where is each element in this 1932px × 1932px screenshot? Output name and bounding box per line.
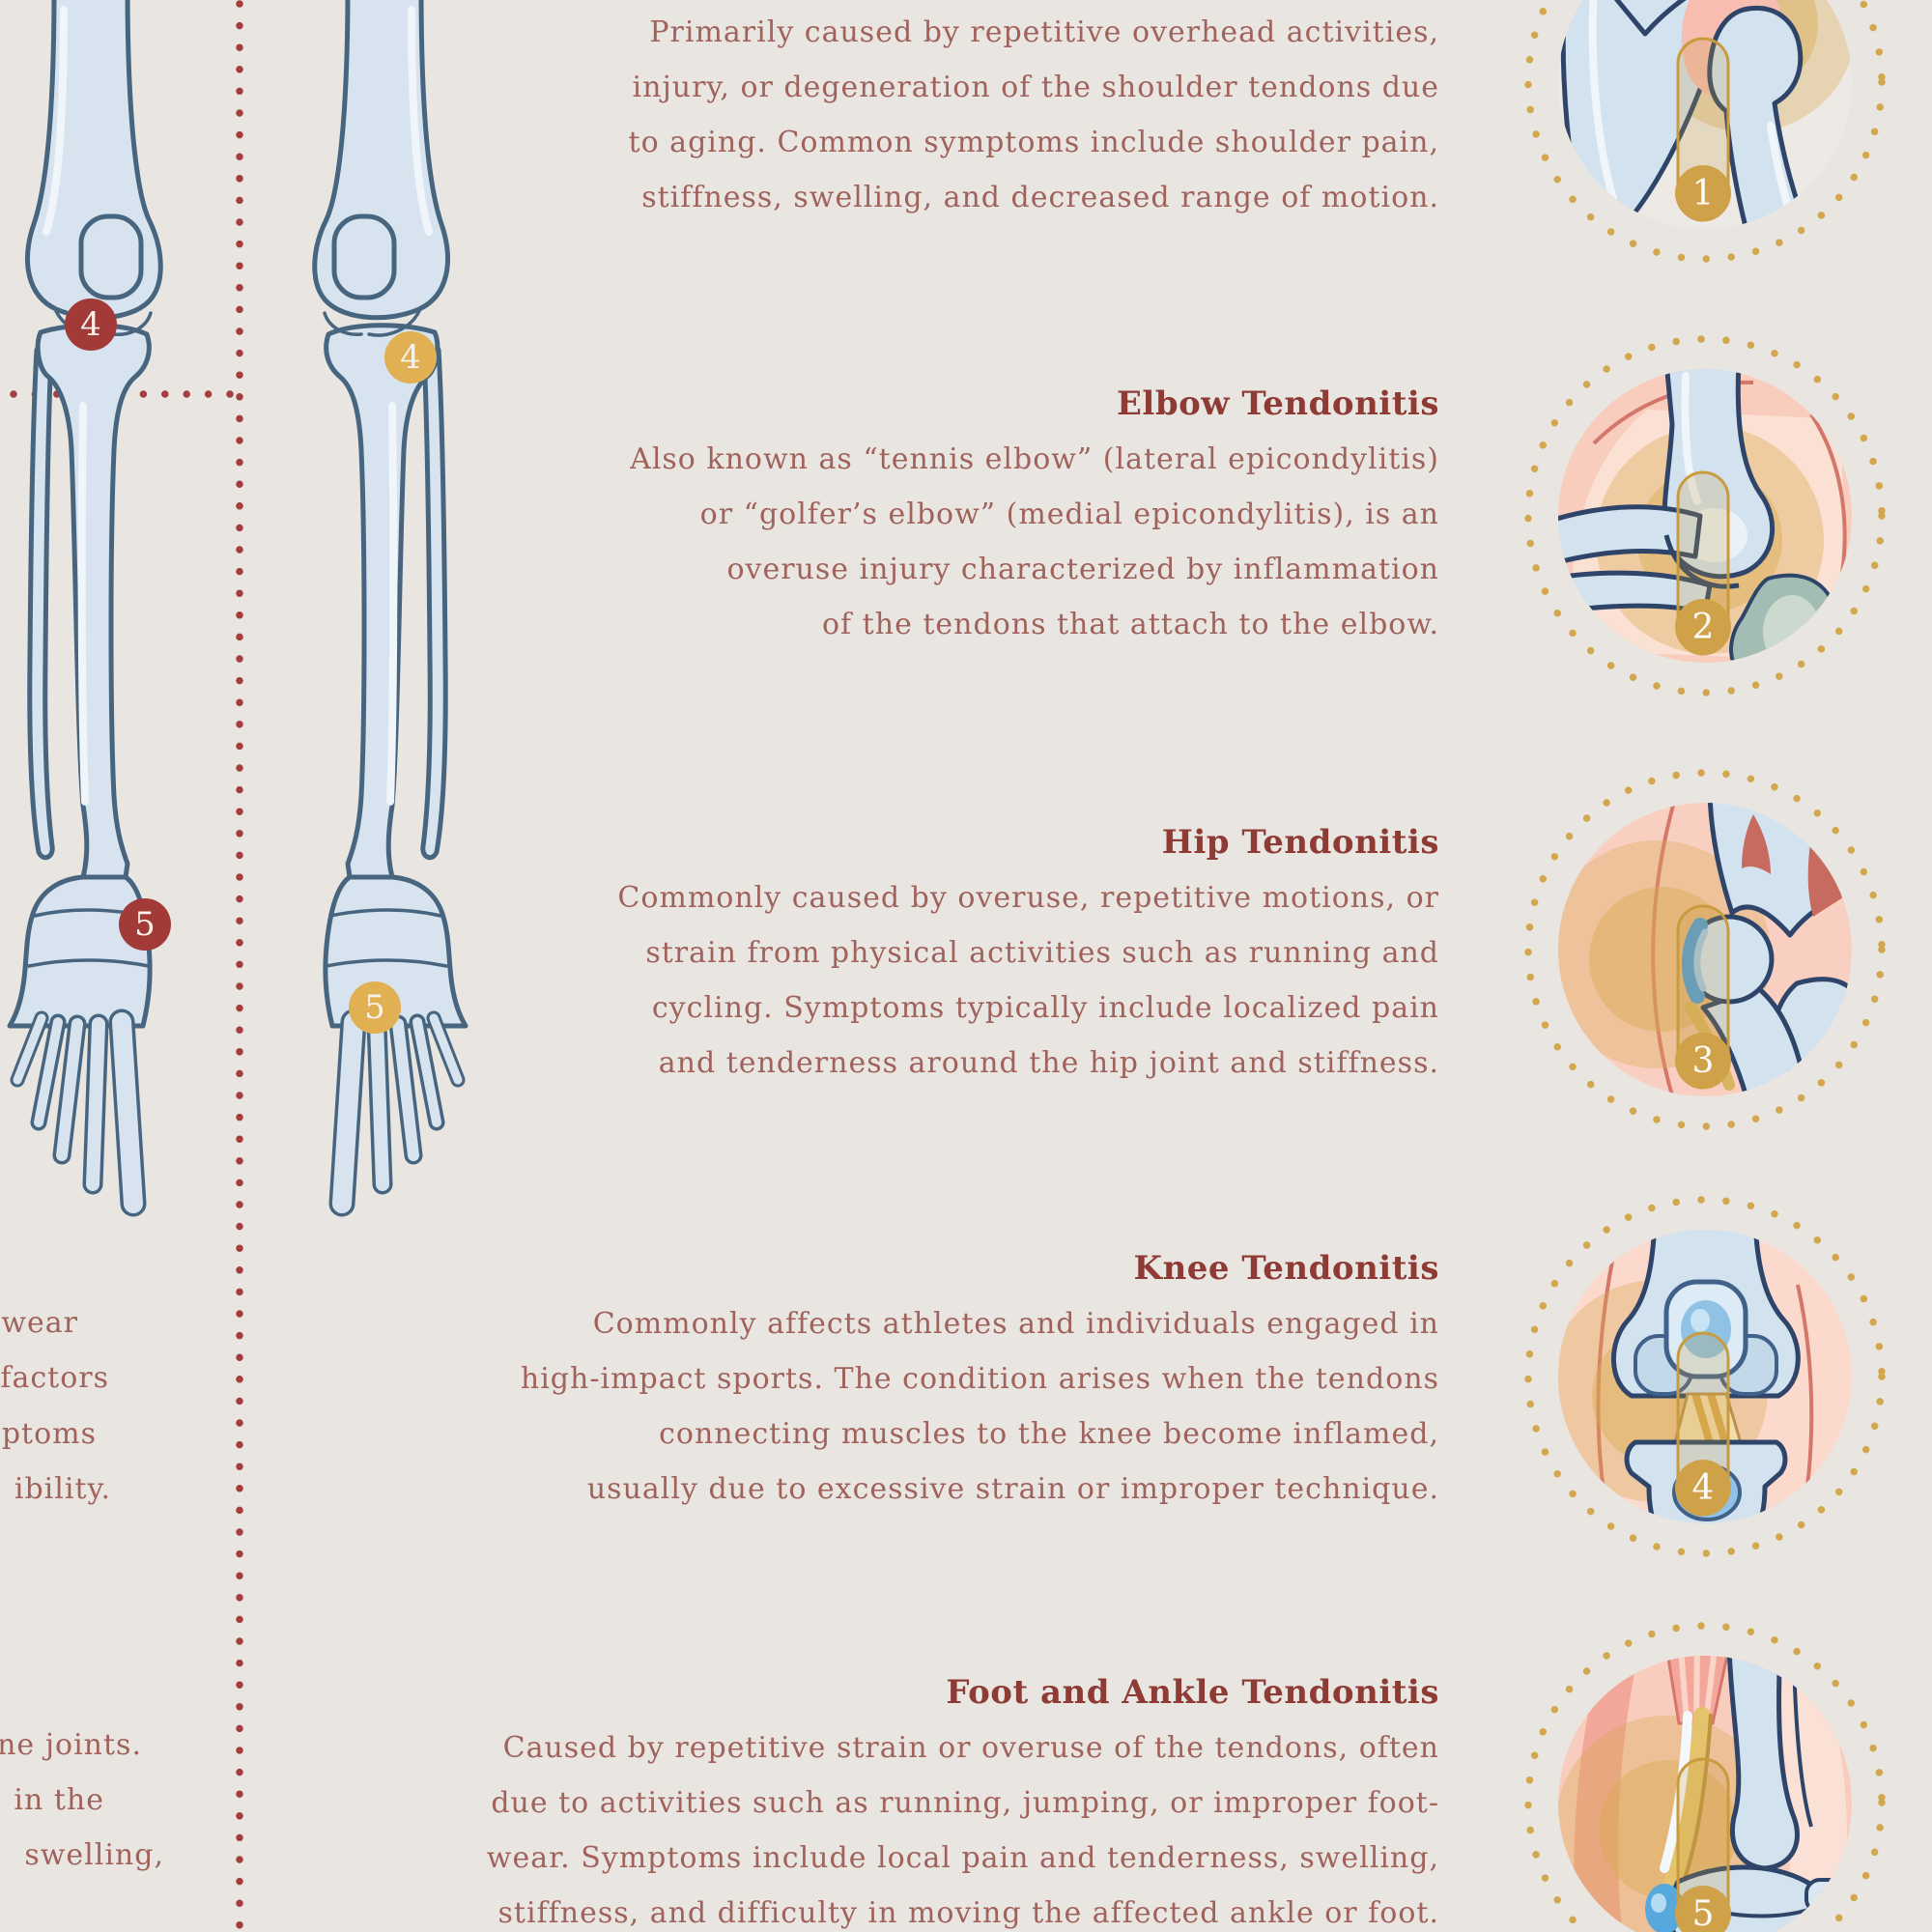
skeleton-left-leg bbox=[10, 0, 160, 1204]
joint-circle-elbow: 2 bbox=[1524, 335, 1886, 696]
body-line: overuse injury characterized by inflamma… bbox=[726, 553, 1439, 586]
number-pill-marker: 2 bbox=[1675, 470, 1731, 656]
section-elbow-text: Elbow Tendonitis Also known as “tennis e… bbox=[630, 377, 1439, 652]
body-line: wear. Symptoms include local pain and te… bbox=[486, 1841, 1439, 1875]
body-line: high-impact sports. The condition arises… bbox=[520, 1362, 1439, 1396]
circle-number: 3 bbox=[1692, 1041, 1715, 1081]
gold-dotted-ring bbox=[1524, 1196, 1886, 1557]
body-line: stiffness, swelling, and decreased range… bbox=[641, 181, 1439, 214]
body-line: usually due to excessive strain or impro… bbox=[586, 1472, 1439, 1506]
knee-marker-gold-badge: 4 bbox=[384, 331, 437, 384]
body-line: injury, or degeneration of the shoulder … bbox=[632, 71, 1439, 104]
gold-dotted-ring bbox=[1524, 0, 1886, 263]
body-line: of the tendons that attach to the elbow. bbox=[821, 608, 1439, 641]
body-line: Commonly affects athletes and individual… bbox=[592, 1307, 1439, 1341]
circle-number: 1 bbox=[1692, 174, 1715, 213]
ankle-marker-gold-badge: 5 bbox=[349, 981, 401, 1034]
circle-number: 5 bbox=[1692, 1894, 1715, 1932]
left-text-fragment: wear bbox=[1, 1306, 78, 1340]
left-text-fragment: ne joints. bbox=[0, 1728, 142, 1762]
joint-circle-hip: 3 bbox=[1524, 769, 1886, 1130]
left-text-fragment: ibility. bbox=[14, 1472, 111, 1506]
section-shoulder-text: Primarily caused by repetitive overhead … bbox=[629, 5, 1439, 225]
joint-circle-knee: 4 bbox=[1524, 1196, 1886, 1557]
elbow-joint-art bbox=[1558, 369, 1852, 663]
body-line: Commonly caused by overuse, repetitive m… bbox=[617, 881, 1439, 915]
body-line: to aging. Common symptoms include should… bbox=[628, 126, 1439, 159]
gold-dotted-ring bbox=[1524, 1622, 1886, 1932]
number-pill-marker: 3 bbox=[1675, 904, 1731, 1090]
shoulder-joint-art bbox=[1558, 0, 1852, 229]
body-line: due to activities such as running, jumpi… bbox=[491, 1786, 1439, 1820]
body-line: Primarily caused by repetitive overhead … bbox=[649, 15, 1439, 49]
body-line: stiffness, and difficulty in moving the … bbox=[497, 1896, 1439, 1930]
number-pill-marker: 4 bbox=[1675, 1331, 1731, 1517]
body-line: or “golfer’s elbow” (medial epicondyliti… bbox=[699, 497, 1439, 531]
number-pill-marker: 1 bbox=[1675, 37, 1731, 222]
section-heading: Knee Tendonitis bbox=[1133, 1249, 1439, 1288]
section-heading: Hip Tendonitis bbox=[1161, 823, 1439, 862]
knee-marker-dark-badge: 4 bbox=[65, 298, 117, 351]
joint-circle-shoulder: 1 bbox=[1524, 0, 1886, 263]
section-heading: Foot and Ankle Tendonitis bbox=[946, 1673, 1439, 1712]
joint-circle-ankle: 5 bbox=[1524, 1622, 1886, 1932]
left-text-fragment: swelling, bbox=[24, 1838, 164, 1872]
left-text-fragment: in the bbox=[14, 1783, 104, 1817]
body-line: cycling. Symptoms typically include loca… bbox=[651, 991, 1439, 1025]
body-line: Also known as “tennis elbow” (lateral ep… bbox=[630, 442, 1439, 476]
section-knee-text: Knee Tendonitis Commonly affects athlete… bbox=[521, 1241, 1439, 1517]
section-heading: Elbow Tendonitis bbox=[1117, 384, 1439, 423]
body-line: and tenderness around the hip joint and … bbox=[658, 1046, 1439, 1080]
left-text-fragment: ptoms bbox=[1, 1417, 97, 1451]
body-line: connecting muscles to the knee become in… bbox=[659, 1417, 1439, 1451]
section-foot-ankle-text: Foot and Ankle Tendonitis Caused by repe… bbox=[487, 1665, 1439, 1932]
body-line: Caused by repetitive strain or overuse o… bbox=[502, 1731, 1439, 1765]
section-hip-text: Hip Tendonitis Commonly caused by overus… bbox=[617, 815, 1439, 1091]
gold-dotted-ring bbox=[1524, 335, 1886, 696]
circle-number: 4 bbox=[1692, 1468, 1715, 1508]
circle-number: 2 bbox=[1692, 608, 1715, 647]
skeleton-legs bbox=[0, 0, 502, 1256]
body-line: strain from physical activities such as … bbox=[645, 936, 1439, 970]
gold-dotted-ring bbox=[1524, 769, 1886, 1130]
ankle-marker-dark-badge: 5 bbox=[119, 898, 171, 951]
number-pill-marker: 5 bbox=[1675, 1757, 1731, 1932]
left-text-fragment: factors bbox=[0, 1361, 109, 1395]
